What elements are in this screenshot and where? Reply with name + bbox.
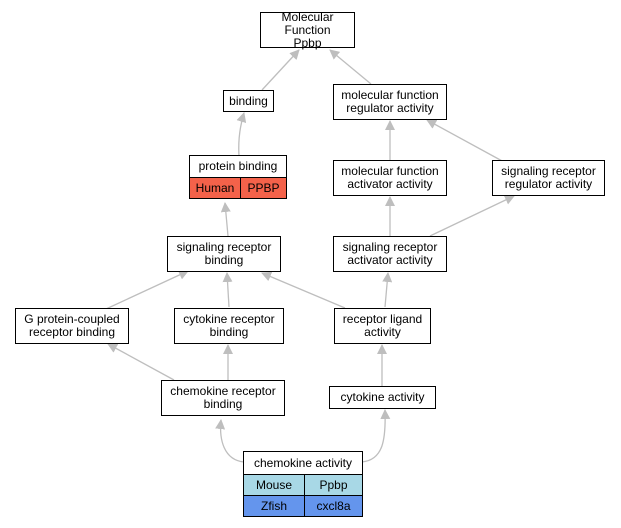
edge-protein-binding-to-binding <box>236 112 247 157</box>
edge-mf-regulator-to-molecular-function <box>329 49 372 85</box>
node-protein-binding[interactable]: protein binding <box>189 155 287 178</box>
annotation-human-gene: PPBP <box>240 177 287 199</box>
edge-binding-to-molecular-function <box>261 49 300 91</box>
node-gpcr-binding[interactable]: G protein-coupled receptor binding <box>15 308 129 344</box>
edge-receptor-ligand-to-sr-activator <box>382 272 393 308</box>
edge-sr-activator-to-sr-regulator <box>429 195 515 237</box>
edge-sr-regulator-to-mf-regulator <box>426 119 505 163</box>
node-binding[interactable]: binding <box>223 90 274 112</box>
node-chemokine-receptor-binding[interactable]: chemokine receptor binding <box>161 380 285 416</box>
node-sr-activator-activity[interactable]: signaling receptor activator activity <box>333 236 447 272</box>
edge-receptor-ligand-to-sr-binding <box>261 271 346 309</box>
edge-chemokine-rb-to-gpcr-binding <box>107 343 175 381</box>
node-signaling-receptor-binding[interactable]: signaling receptor binding <box>167 236 281 272</box>
edge-gpcr-binding-to-sr-binding <box>105 270 189 310</box>
edge-sr-binding-to-protein-binding <box>220 202 231 237</box>
node-receptor-ligand-activity[interactable]: receptor ligand activity <box>334 308 431 344</box>
annotation-human-species: Human <box>189 177 241 199</box>
edge-chemokine-activity-to-cytokine-activity <box>361 409 391 463</box>
node-cytokine-activity[interactable]: cytokine activity <box>329 386 436 409</box>
node-cytokine-receptor-binding[interactable]: cytokine receptor binding <box>174 308 284 344</box>
node-sr-regulator-activity[interactable]: signaling receptor regulator activity <box>492 160 605 196</box>
node-mf-regulator-activity[interactable]: molecular function regulator activity <box>333 84 447 120</box>
annotation-zfish-gene: cxcl8a <box>304 495 363 517</box>
annotation-mouse-species: Mouse <box>243 474 305 496</box>
graph-edges <box>105 49 515 463</box>
node-molecular-function[interactable]: Molecular Function Ppbp <box>260 10 355 49</box>
edge-chemokine-activity-to-chemokine-rb <box>215 419 245 463</box>
node-mf-activator-activity[interactable]: molecular function activator activity <box>333 160 447 196</box>
annotation-mouse-gene: Ppbp <box>304 474 363 496</box>
node-chemokine-activity[interactable]: chemokine activity <box>243 451 363 475</box>
annotation-zfish-species: Zfish <box>243 495 305 517</box>
edge-cytokine-rb-to-sr-binding <box>222 272 233 308</box>
